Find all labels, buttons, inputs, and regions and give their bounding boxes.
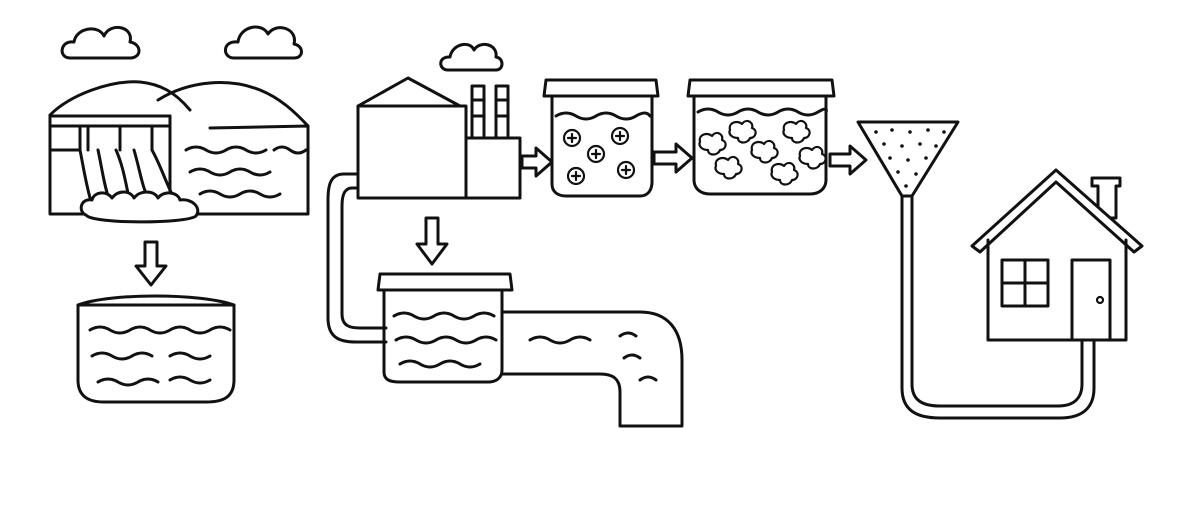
pipe-icon bbox=[326, 172, 388, 344]
arrow-right-icon bbox=[520, 146, 554, 178]
pipe-icon bbox=[500, 310, 684, 428]
house-icon bbox=[970, 168, 1144, 342]
factory-icon bbox=[356, 76, 522, 200]
tank-icon bbox=[542, 78, 660, 198]
cloud-icon bbox=[60, 26, 141, 60]
door-icon bbox=[1070, 258, 1112, 342]
tank-icon bbox=[376, 272, 514, 384]
filter-grains bbox=[874, 128, 946, 188]
funnel-filter-icon bbox=[856, 120, 960, 198]
arrow-right-icon bbox=[828, 144, 868, 176]
arrow-right-icon bbox=[652, 142, 694, 174]
particle bbox=[562, 126, 636, 186]
hills-icon bbox=[48, 80, 310, 128]
lake-waves bbox=[184, 145, 308, 199]
cloud-icon bbox=[439, 42, 504, 72]
arrow-down-icon bbox=[134, 240, 168, 287]
arrow-down-icon bbox=[415, 216, 449, 266]
dam-scene bbox=[48, 80, 310, 224]
waterfall-icon bbox=[78, 148, 200, 224]
reservoir-icon bbox=[76, 294, 236, 404]
cloud-icon bbox=[224, 25, 303, 60]
pipe-icon bbox=[900, 194, 1096, 420]
chimney-icon bbox=[470, 84, 510, 140]
floc bbox=[698, 119, 827, 186]
window-icon bbox=[1000, 258, 1050, 308]
tank-icon bbox=[686, 78, 836, 196]
